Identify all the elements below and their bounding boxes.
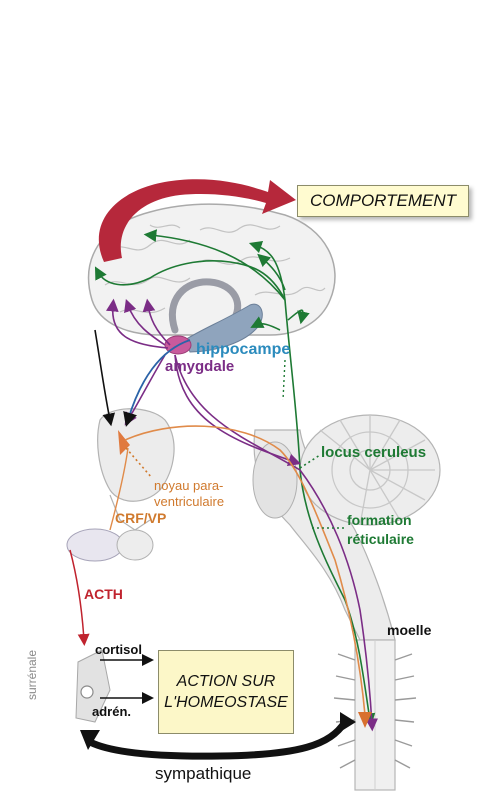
crf-vp-label: CRF/VP (115, 510, 167, 526)
action-homeostase-box: ACTION SUR L'HOMEOSTASE (158, 650, 294, 734)
adrenal-gland (75, 649, 111, 723)
black-cortical-pathway (94, 329, 116, 427)
acth-label: ACTH (84, 586, 123, 602)
spinal-cord (333, 639, 417, 791)
hippocampus-shape (168, 278, 242, 334)
purple-amygdala-pathways (105, 298, 379, 732)
sympathique-arrowhead-right (340, 712, 356, 732)
blue-hippocampus-pathway (123, 339, 191, 427)
hippocampe-label: hippocampe (196, 341, 291, 358)
green-noradrenergic-pathways (94, 229, 376, 727)
formation-label-2: réticulaire (347, 531, 414, 547)
moelle-label: moelle (387, 622, 432, 638)
surrenale-label: surrénale (25, 649, 39, 700)
hippocampe-leader-line (282, 359, 286, 401)
sympathique-arrowhead (80, 730, 100, 750)
amygdale-label: amygdale (165, 358, 235, 375)
hypothalamus-pituitary (66, 408, 175, 562)
pons (252, 441, 298, 519)
noyau-label-2: ventriculaire (154, 494, 225, 509)
acth-arrow (69, 549, 90, 646)
sympathique-label: sympathique (155, 764, 252, 783)
comportement-text: COMPORTEMENT (309, 191, 457, 210)
locus-leader-line (299, 454, 321, 469)
orange-pvn-pathway (124, 425, 366, 716)
adren-label: adrén. (92, 704, 132, 719)
comportement-box: COMPORTEMENT (297, 185, 469, 217)
formation-label-1: formation (347, 512, 412, 528)
cortisol-label: cortisol (95, 642, 142, 657)
hippocampus-body (184, 303, 263, 353)
orange-crf-line (109, 447, 129, 531)
cerebellum (299, 414, 441, 526)
orange-arrowhead (358, 712, 372, 728)
locus-ceruleus-label: locus ceruleus (321, 444, 427, 461)
sympathique-arrow (86, 718, 349, 760)
comportement-arrow (98, 179, 297, 262)
action-line-2: L'HOMEOSTASE (164, 694, 288, 711)
noyau-label-1: noyau para- (154, 478, 224, 493)
pvn-leader-line (125, 447, 153, 479)
action-line-1: ACTION SUR (176, 673, 276, 690)
